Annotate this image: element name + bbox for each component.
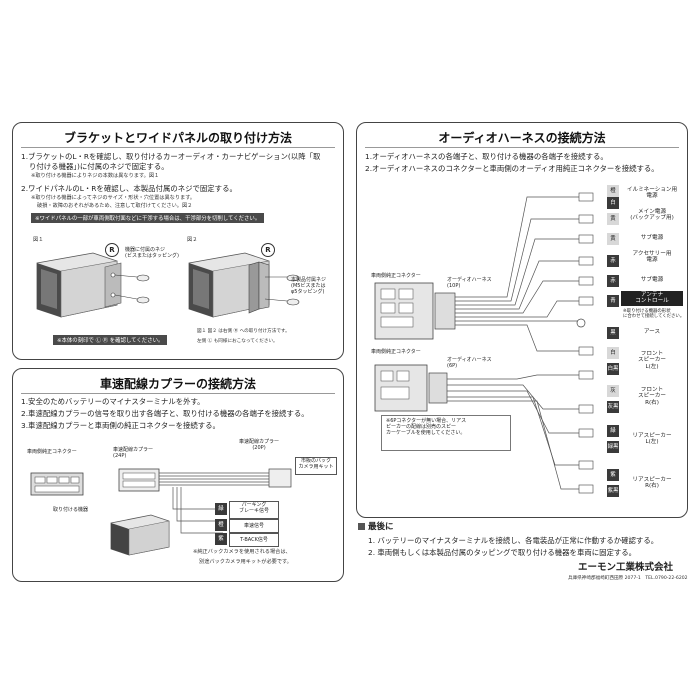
- bracket-step2-note1: ※取り付ける機器によってネジのサイズ・形状・穴位置は異なります。: [31, 195, 196, 201]
- audio-wire-tag: 赤: [607, 255, 619, 267]
- fig1-illustration: [36, 252, 150, 318]
- audio-wire-tag: 黄: [607, 213, 619, 225]
- audio-wire-tag: 紫: [607, 469, 619, 481]
- audio-wire-name: アクセサリー用 電源: [632, 251, 672, 264]
- audio-wire-tag: 白: [607, 347, 619, 359]
- audio-wire-name: リアスピーカー R(右): [632, 477, 672, 490]
- speed-step1: 1.安全のためバッテリーのマイナスターミナルを外す。: [21, 397, 205, 406]
- harness-10p-label: オーディオハーネス (10P): [447, 277, 492, 289]
- bracket-panel: ブラケットとワイドパネルの取り付け方法 1.ブラケットのL・Rを確認し、取り付け…: [12, 122, 344, 360]
- audio-wire-name: リアスピーカー L(左): [632, 433, 672, 446]
- 6p-note-box: ※6Pコネクターが無い場合、リアス ピーカーの配線は別売のスピー カーケーブルを…: [381, 415, 511, 451]
- company-name: エーモン工業株式会社: [578, 562, 674, 573]
- bracket-step1-note: ※取り付ける機器によりネジの本数は異なります。図１: [31, 173, 160, 179]
- speed-step2: 2.車速配線カプラーの信号を取り出す各端子と、取り付ける機器の各端子を接続する。: [21, 409, 309, 418]
- final-step1: 1. バッテリーのマイナスターミナルを接続し、各電装品が正常に作動するか確認する…: [368, 536, 659, 545]
- audio-wire-tag: 灰: [607, 385, 619, 397]
- audio-wire-tag: 赤: [607, 275, 619, 287]
- divider: [365, 147, 679, 148]
- audio-wire-tag: 橙: [607, 185, 619, 197]
- harness-6p-label: オーディオハーネス (6P): [447, 357, 492, 369]
- final-step2: 2. 車両側もしくは本製品付属のタッピングで取り付ける機器を車両に固定する。: [368, 548, 637, 557]
- bracket-title: ブラケットとワイドパネルの取り付け方法: [63, 131, 292, 145]
- audio-wire-tag: 緑黒: [607, 441, 619, 453]
- audio-wire-tag: 青: [607, 295, 619, 307]
- audio-wire-tag: 白黒: [607, 363, 619, 375]
- audio-wire-name: サブ電源: [640, 277, 664, 283]
- company-address: 兵庫県神崎郡福崎町西田原 2077-1 TEL.0790-22-6202: [568, 576, 688, 582]
- speed-wire-tag: 紫: [215, 533, 227, 545]
- audio-step2: 2.オーディオハーネスのコネクターと車両側のオーディオ用純正コネクターを接続する…: [365, 164, 659, 173]
- company-address-text: 兵庫県神崎郡福崎町西田原 2077-1: [568, 576, 641, 581]
- bracket-step2-note2: 破損・故障のおそれがあるため、注意して取付けてください。図２: [37, 203, 193, 209]
- square-icon: [358, 523, 365, 530]
- fig1-r-mark: R: [105, 243, 119, 257]
- t-back-box: T-BACK信号: [229, 533, 279, 547]
- connector-a-label: 車両側純正コネクター: [371, 273, 421, 279]
- device-illustration: [110, 514, 170, 556]
- coupler-24p-label: 車速配線カプラー (24P): [113, 447, 154, 459]
- fig2-label: 図２: [187, 237, 198, 243]
- audio-wire-tag: 黒: [607, 327, 619, 339]
- audio-wire-tag: 紫黒: [607, 485, 619, 497]
- audio-wire-name: フロント スピーカー R(右): [638, 387, 666, 406]
- audio-wire-name: フロント スピーカー L(左): [638, 351, 666, 370]
- audio-wire-name: サブ電源: [640, 235, 664, 241]
- fig2-callout: 本製品付属ネジ (M5ビスまたは φ5タッピング): [291, 277, 327, 295]
- camera-note1: ※純正バックカメラを使用される場合は、: [193, 549, 291, 555]
- parking-brake-box: パーキング ブレーキ信号: [229, 501, 279, 519]
- speed-step3: 3.車速配線カプラーと車両側の純正コネクターを接続する。: [21, 421, 220, 430]
- divider: [21, 147, 335, 148]
- speed-wire-tag: 橙: [215, 519, 227, 531]
- audio-title: オーディオハーネスの接続方法: [438, 131, 606, 145]
- warning-bar: ※ワイドパネルの一部が車両側取付面などに干渉する場合は、干渉部分を切削してくださ…: [31, 213, 265, 223]
- speed-panel: 車速配線カプラーの接続方法 1.安全のためバッテリーのマイナスターミナルを外す。…: [12, 368, 344, 582]
- fig1-callout: 機器に付属のネジ (ビスまたはタッピング): [125, 247, 179, 259]
- audio-wire-name: アース: [643, 329, 661, 335]
- audio-wire-name: アンテナ コントロール: [621, 291, 683, 306]
- final-title: 最後に: [358, 522, 394, 533]
- audio-wiring-diagram: [374, 192, 594, 494]
- bracket-step1: 1.ブラケットのL・Rを確認し、取り付けるカーオーディオ・カーナビゲーション(以…: [21, 152, 321, 161]
- bracket-step1-cont: り付ける機器」)に付属のネジで固定する。: [29, 162, 169, 171]
- audio-wire-tag: 緑: [607, 425, 619, 437]
- fig1-note: ※本体の刻印で Ⓛ Ⓡ を確認してください。: [53, 335, 168, 345]
- audio-wire-name: メイン電源 (バックアップ用): [630, 209, 674, 222]
- bracket-step2: 2.ワイドパネルのL・Rを確認し、本製品付属のネジで固定する。: [21, 184, 237, 193]
- divider: [21, 393, 335, 394]
- fig2-note1: 図１ 図２ は右側 Ⓡ への取り付け方法です。: [197, 329, 290, 334]
- fig2-illustration: [188, 252, 300, 318]
- back-camera-kit-box: 市販のバック カメラ用キット: [295, 457, 337, 475]
- speed-wire-tag: 緑: [215, 503, 227, 515]
- final-title-text: 最後に: [368, 522, 394, 532]
- audio-step1: 1.オーディオハーネスの各端子と、取り付ける機器の各端子を接続する。: [365, 152, 608, 161]
- fig2-note2: 左側 Ⓛ も同様におこなってください。: [197, 339, 278, 344]
- device-label: 取り付ける機器: [53, 507, 89, 513]
- coupler-20p-label: 車速配線カプラー (20P): [239, 439, 280, 451]
- speed-wiring-diagram: [30, 468, 292, 534]
- fig1-label: 図１: [33, 237, 44, 243]
- audio-wire-tag: 黄: [607, 233, 619, 245]
- vehicle-speed-box: 車速信号: [229, 519, 279, 533]
- antenna-note: ※取り付ける機器の形状 に合わせて接続してください。: [623, 309, 685, 320]
- speed-title: 車速配線カプラーの接続方法: [99, 377, 256, 391]
- audio-wire-tag: 白: [607, 197, 619, 209]
- audio-wire-tag: 灰黒: [607, 401, 619, 413]
- fig2-r-mark: R: [261, 243, 275, 257]
- vehicle-connector-label: 車両側純正コネクター: [27, 449, 77, 455]
- company-tel: TEL.0790-22-6202: [645, 576, 688, 581]
- connector-b-label: 車両側純正コネクター: [371, 349, 421, 355]
- audio-panel: オーディオハーネスの接続方法 1.オーディオハーネスの各端子と、取り付ける機器の…: [356, 122, 688, 518]
- camera-note2: 別途バックカメラ用キットが必要です。: [199, 559, 292, 565]
- audio-wire-name: イルミネーション用 電源: [626, 187, 678, 200]
